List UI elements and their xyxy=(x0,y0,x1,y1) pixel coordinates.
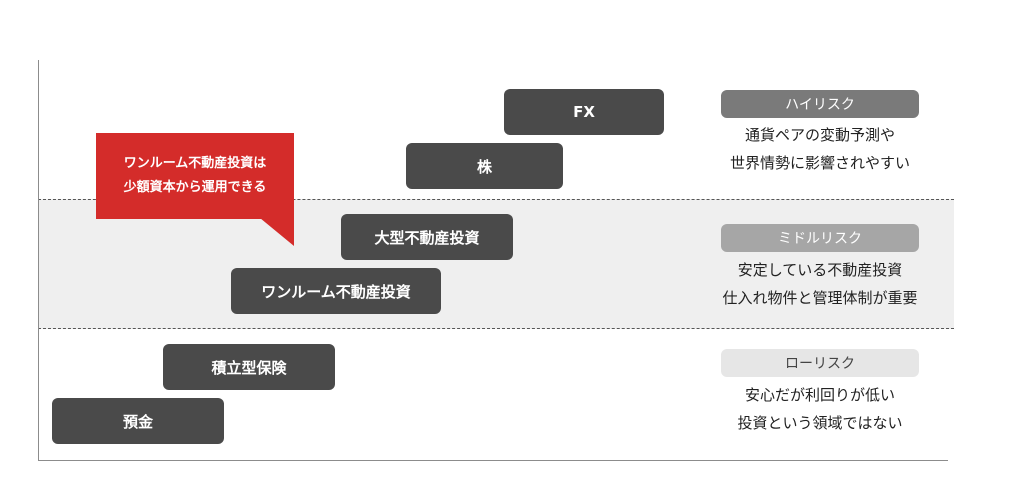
middle-risk-desc-line-2: 仕入れ物件と管理体制が重要 xyxy=(722,289,918,307)
middle-risk-desc-line-1: 安定している不動産投資 xyxy=(737,261,903,279)
bar-stock: 株 xyxy=(406,143,563,189)
high-risk-desc-line-1: 通貨ペアの変動予測や xyxy=(744,126,895,144)
bar-insurance: 積立型保険 xyxy=(163,344,335,390)
low-risk-desc-line-2: 投資という領域ではない xyxy=(737,414,903,432)
callout-line-1: ワンルーム不動産投資は xyxy=(123,156,267,171)
bar-large-real-estate: 大型不動産投資 xyxy=(341,214,513,260)
middle-risk-badge: ミドルリスク xyxy=(721,224,919,252)
high-risk-desc-line-2: 世界情勢に影響されやすい xyxy=(729,154,910,172)
bar-fx: FX xyxy=(504,89,664,135)
low-risk-description: 安心だが利回りが低い 投資という領域ではない xyxy=(700,381,940,437)
bar-one-room: ワンルーム不動産投資 xyxy=(231,268,441,314)
callout-line-2: 少額資本から運用できる xyxy=(123,180,267,195)
high-middle-divider xyxy=(38,199,954,200)
x-axis-line xyxy=(38,460,948,461)
high-risk-badge: ハイリスク xyxy=(721,90,919,118)
bar-deposit: 預金 xyxy=(52,398,224,444)
middle-risk-description: 安定している不動産投資 仕入れ物件と管理体制が重要 xyxy=(700,256,940,312)
callout-box: ワンルーム不動産投資は 少額資本から運用できる xyxy=(96,133,294,219)
low-risk-badge: ローリスク xyxy=(721,349,919,377)
middle-low-divider xyxy=(38,328,954,329)
callout-tail xyxy=(260,218,294,246)
y-axis-line xyxy=(38,60,39,460)
low-risk-desc-line-1: 安心だが利回りが低い xyxy=(744,386,895,404)
high-risk-description: 通貨ペアの変動予測や 世界情勢に影響されやすい xyxy=(700,121,940,177)
